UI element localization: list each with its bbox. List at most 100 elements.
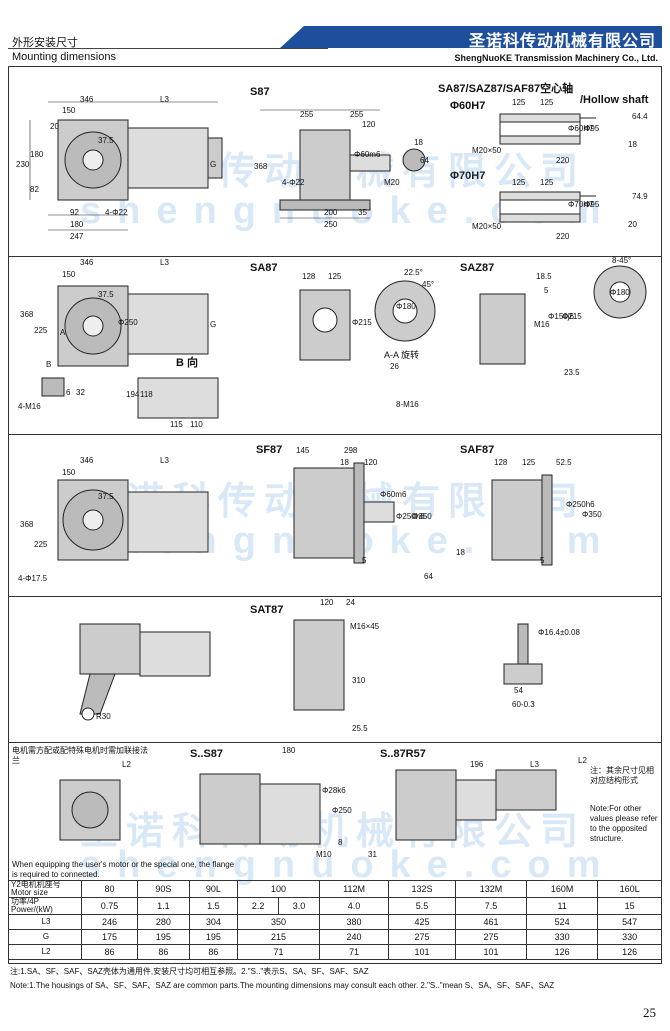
table-row: 功率/4P Power/(kW) 0.75 1.1 1.5 2.2 3.0 4.… (8, 897, 662, 915)
dim: 346 (80, 258, 94, 267)
dim: 125 (512, 178, 526, 187)
table-cell: 71 (237, 944, 320, 960)
table-cell: 350 (237, 914, 320, 930)
table-cell: 330 (597, 929, 662, 945)
drawing-sat87-front (293, 619, 345, 711)
title-saf87: SAF87 (460, 444, 495, 456)
dim: Φ95 (584, 200, 600, 209)
note-flange-cn: 电机需方配或配特殊电机时需加联接法兰 (12, 746, 148, 765)
dim: 128 (494, 458, 508, 467)
dim: 64 (420, 156, 429, 165)
dim: 5 (362, 556, 367, 565)
table-header: L3 (8, 914, 82, 930)
table-cell: 275 (454, 929, 528, 945)
dim: 194 (126, 390, 140, 399)
dim: 225 (34, 540, 48, 549)
section-title-en: Mounting dimensions (12, 51, 116, 63)
divider (8, 742, 662, 743)
table-cell: 1.5 (188, 897, 239, 915)
dim: 150 (62, 270, 76, 279)
drawing-flange-adapter (59, 779, 121, 841)
table-cell: 3.0 (278, 897, 320, 915)
dim: 45° (422, 280, 435, 289)
dim: Φ70H7 (568, 200, 594, 209)
drawing-shaft-key (402, 148, 426, 172)
dim: 5 (540, 556, 545, 565)
dim: M20×50 (472, 222, 502, 231)
dim: 60-0.3 (512, 700, 535, 709)
table-header: L2 (8, 944, 82, 960)
table-cell: 160L (597, 880, 662, 898)
table-cell: 280 (137, 914, 190, 930)
drawing-s-87r57 (395, 769, 557, 841)
dim: Φ150j6 (548, 312, 574, 321)
dim: 115 (170, 420, 183, 429)
dim: 92 (70, 208, 79, 217)
table-cell: 2.2 (237, 897, 280, 915)
dim: 255 (300, 110, 314, 119)
table-header: 功率/4P Power/(kW) (8, 897, 82, 915)
dim: 220 (556, 156, 570, 165)
company-name-en: ShengNuoKE Transmission Machinery Co., L… (454, 53, 658, 63)
dim: 82 (30, 185, 39, 194)
table-cell: 15 (597, 897, 662, 915)
dim: M20×50 (472, 146, 502, 155)
drawing-s87-front (260, 109, 391, 219)
table-cell: 461 (454, 914, 528, 930)
table-cell: 160M (526, 880, 599, 898)
dim: 255 (350, 110, 364, 119)
dim: M20 (384, 178, 400, 187)
dim: 31 (368, 850, 377, 859)
table-cell: 132S (388, 880, 456, 898)
dim: 120 (320, 598, 334, 607)
table-row: L2 86 86 86 71 71 101 101 126 126 (8, 944, 662, 960)
dim: 22.5° (404, 268, 423, 277)
dim: 200 (324, 208, 338, 217)
title-sf87: SF87 (256, 444, 283, 456)
dim: 150 (62, 106, 76, 115)
dim: Φ250h6 (396, 512, 425, 521)
title-sa87: SA87 (250, 262, 278, 274)
dim: 180 (70, 220, 84, 229)
dim: 20 (628, 220, 637, 229)
dim: 125 (512, 98, 526, 107)
dim: 196 (470, 760, 484, 769)
dim: 64.4 (632, 112, 648, 121)
drawing-hollow-shaft-60 (499, 113, 596, 145)
table-cell: 547 (597, 914, 662, 930)
dim: 4-Φ17.5 (18, 574, 48, 583)
dim: B (46, 360, 52, 369)
dim: L3 (160, 95, 169, 104)
table-cell: 5.5 (388, 897, 456, 915)
dim: 4-Φ22 (105, 208, 128, 217)
table-cell: 275 (388, 929, 456, 945)
table-cell: 246 (80, 914, 139, 930)
footnote-en: Note:1.The housings of SA、SF、SAF、SAZ are… (10, 981, 555, 990)
drawing-sa87-side (41, 285, 219, 419)
dim: 225 (34, 326, 48, 335)
dim: Φ28k6 (322, 786, 346, 795)
section-title-cn: 外形安装尺寸 (12, 37, 78, 49)
dim: R30 (96, 712, 111, 721)
dim: 125 (540, 98, 554, 107)
dim: L3 (160, 258, 169, 267)
drawing-hollow-shaft-70 (499, 191, 596, 223)
dim: Φ60m6 (354, 150, 381, 159)
dim: 120 (364, 458, 378, 467)
dim: 20 (50, 122, 59, 131)
drawing-saf87-front (491, 474, 553, 566)
table-cell: 100 (237, 880, 320, 898)
table-cell: 112M (318, 880, 390, 898)
table-cell: 524 (526, 914, 599, 930)
label-aa-section: A-A 旋转 (384, 350, 420, 360)
table-cell: 330 (526, 929, 599, 945)
table-cell: 80 (80, 880, 139, 898)
title-s87: S87 (250, 86, 270, 98)
dim: L2 (122, 760, 131, 769)
title-sat87: SAT87 (250, 604, 284, 616)
dim: 8-45° (612, 256, 632, 265)
title-hollow-shaft: SA87/SAZ87/SAF87空心轴 (438, 83, 574, 95)
dim: 18.5 (536, 272, 552, 281)
dim: 74.9 (632, 192, 648, 201)
table-row: Y2电机机座号 Motor size 80 90S 90L 100 112M 1… (8, 880, 662, 898)
